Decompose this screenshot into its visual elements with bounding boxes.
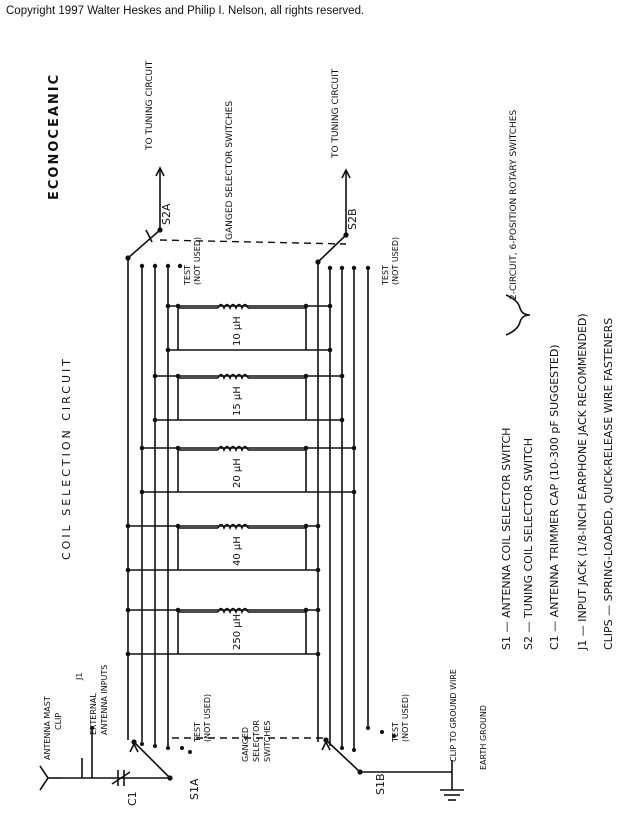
switch-s2b (315, 168, 371, 271)
s1a-label: S1A (188, 778, 201, 800)
coil-5: 250 µH (125, 607, 321, 657)
c1-label: C1 (126, 791, 139, 806)
test-top-b: TEST(NOT USED) (381, 237, 400, 286)
s2a-label: S2A (160, 203, 173, 225)
coil-4: 40 µH (125, 523, 321, 573)
s1b-label: S1B (374, 773, 387, 795)
tuning-label-b: TO TUNING CIRCUIT (331, 68, 341, 159)
j1-lead (81, 726, 94, 778)
diagram-title: ECONOCEANIC (47, 73, 62, 200)
coil-2: 15 µH (152, 373, 345, 423)
coil-value-label: 40 µH (232, 536, 243, 566)
legend-line-clips: CLIPS — SPRING-LOADED, QUICK-RELEASE WIR… (602, 318, 615, 650)
coil-group: 10 µH 15 µH 20 µH 40 µH 250 µH (125, 303, 357, 657)
legend-line-s1: S1 — ANTENNA COIL SELECTOR SWITCH (500, 428, 513, 650)
bus-left (127, 258, 169, 746)
switch-s2a (125, 166, 183, 269)
test-top-a: TEST(NOT USED) (183, 237, 202, 286)
earth-ground-label: EARTH GROUND (479, 705, 488, 770)
tuning-label-a: TO TUNING CIRCUIT (145, 60, 155, 151)
legend-line-c1: C1 — ANTENNA TRIMMER CAP (10-300 pF SUGG… (548, 344, 561, 650)
coil-3: 20 µH (139, 445, 357, 495)
ganged-label-top: GANGED SELECTOR SWITCHES (225, 101, 235, 240)
earth-ground-symbol (440, 760, 464, 801)
coil-value-label: 15 µH (232, 386, 243, 416)
legend-brace-note: 2-CIRCUIT, 6-POSITION ROTARY SWITCHES (509, 110, 519, 300)
capacitor-c1 (111, 770, 131, 786)
test-bottom-b: TEST(NOT USED) (391, 694, 410, 743)
coil-1: 10 µH (165, 303, 333, 353)
bus-right (317, 262, 369, 750)
j1-label: J1 (75, 673, 84, 681)
test-bottom-a: TEST(NOT USED) (193, 694, 212, 743)
switch-s1b (321, 726, 452, 775)
clip-ground-label: CLIP TO GROUND WIRE (449, 669, 458, 762)
legend-brace (505, 294, 531, 336)
legend: S1 — ANTENNA COIL SELECTOR SWITCH S2 — T… (500, 110, 615, 651)
circuit-label: COIL SELECTION CIRCUIT (60, 356, 73, 560)
copyright-notice: Copyright 1997 Walter Heskes and Philip … (6, 5, 365, 17)
antenna-symbol (39, 765, 62, 791)
coil-value-label: 20 µH (232, 458, 243, 488)
coil-value-label: 10 µH (232, 316, 243, 346)
switch-s1a (62, 739, 192, 781)
legend-line-s2: S2 — TUNING COIL SELECTOR SWITCH (522, 438, 535, 650)
s2b-label: S2B (346, 208, 359, 230)
coil-value-label: 250 µH (232, 614, 243, 650)
ganged-link-top (159, 239, 347, 245)
legend-line-j1: J1 — INPUT JACK (1/8-INCH EARPHONE JACK … (576, 313, 589, 651)
